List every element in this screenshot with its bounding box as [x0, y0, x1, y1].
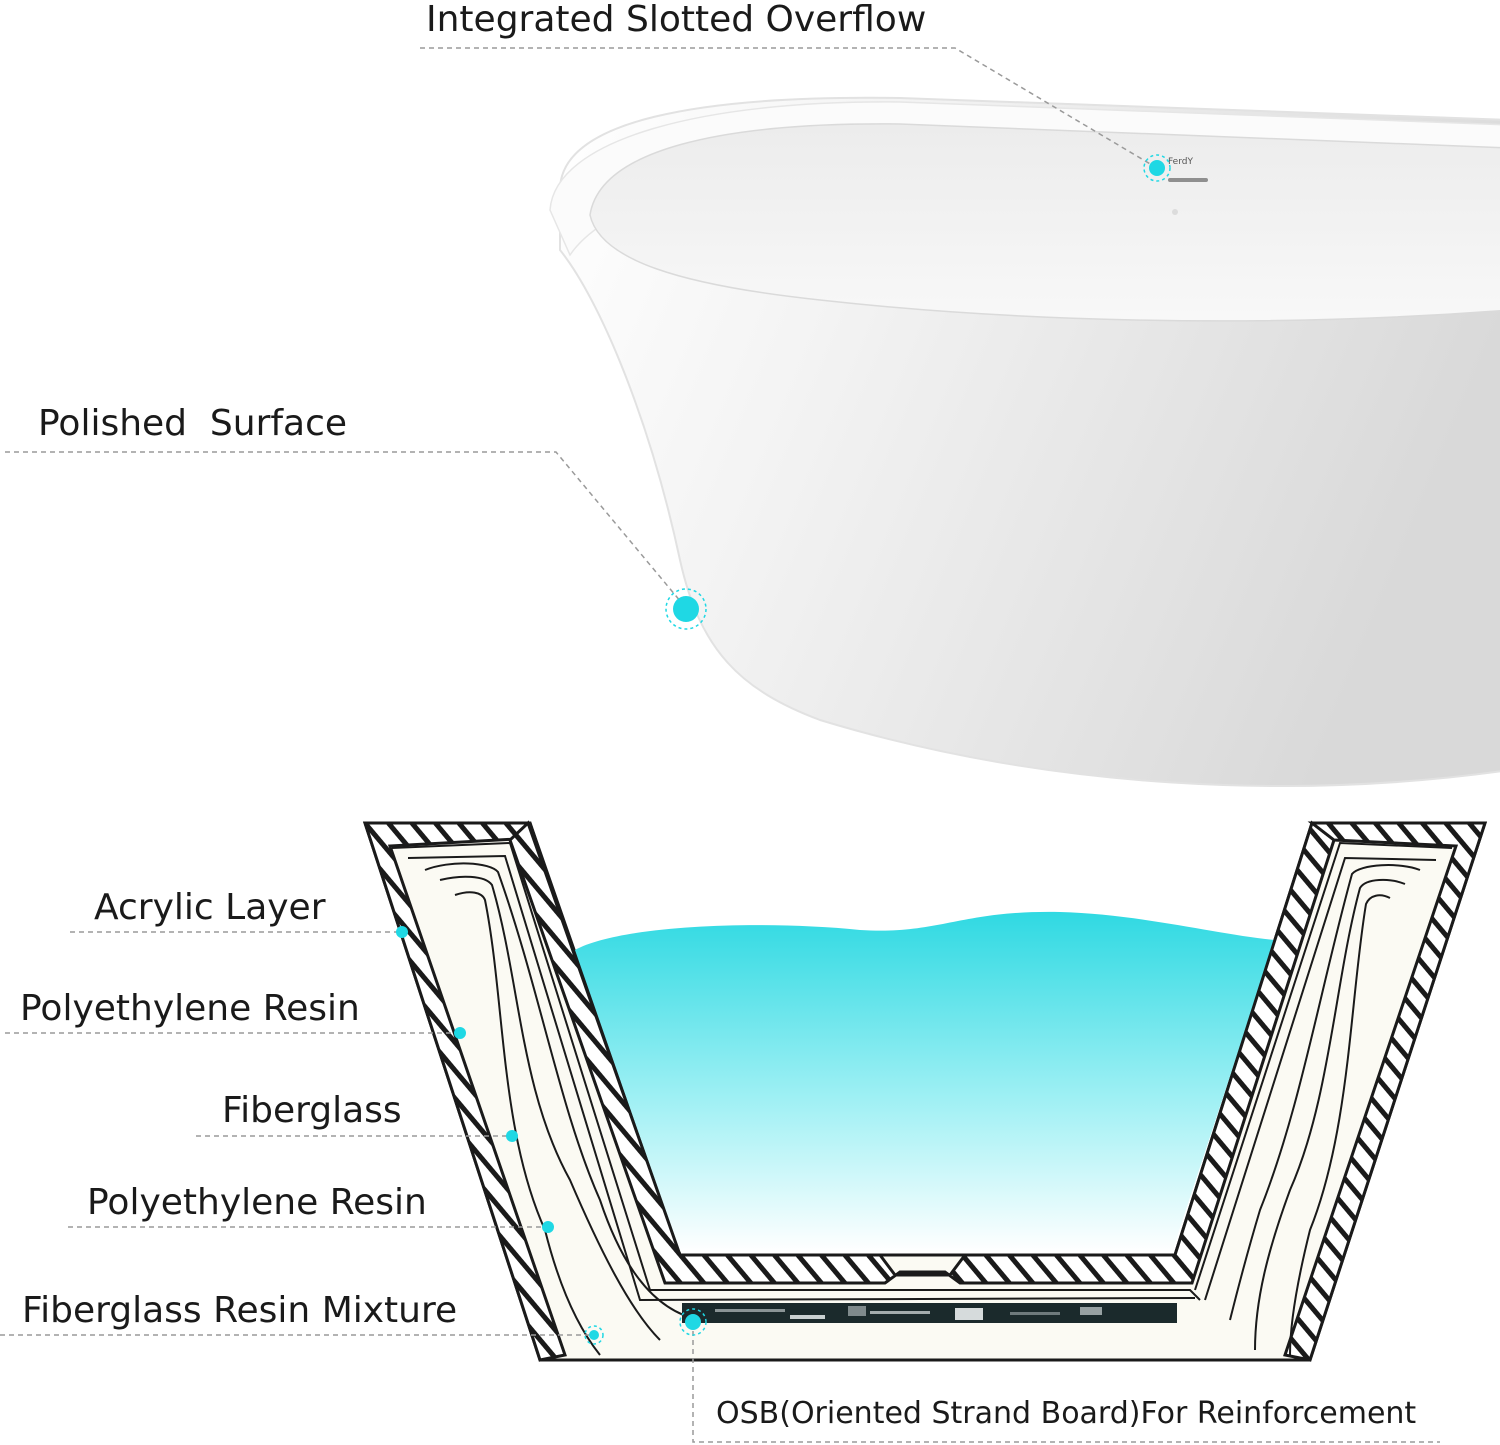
label-fiberglass-resin-mixture: Fiberglass Resin Mixture: [22, 1290, 458, 1331]
water-fill: [575, 911, 1275, 1252]
lower-leader-lines: [0, 931, 1440, 1443]
acrylic-shell-right: [1283, 821, 1488, 1362]
osb-leader-line: [692, 1322, 1440, 1443]
resin1-marker: [454, 1027, 466, 1039]
layer-lines-right: [1194, 841, 1453, 1356]
osb-marker: [679, 1308, 707, 1336]
acrylic-marker: [396, 926, 408, 938]
fiberglass-marker: [506, 1130, 518, 1142]
bathtub-render: FerdY: [549, 96, 1500, 787]
callout-markers: [396, 154, 1171, 1345]
label-osb-reinforcement: OSB(Oriented Strand Board)For Reinforcem…: [716, 1396, 1417, 1431]
overflow-marker: [1143, 154, 1171, 182]
acrylic-shell-left: [362, 821, 567, 1362]
cross-section: [362, 820, 1488, 1362]
overflow-slot: [1168, 178, 1208, 182]
label-polyethylene-resin-2: Polyethylene Resin: [87, 1182, 427, 1223]
osb-texture: [715, 1306, 1102, 1320]
surface-marker: [665, 588, 707, 630]
overflow-leader-line: [420, 47, 1158, 169]
layer-lines-left: [391, 841, 1201, 1356]
overflow-button: [1172, 209, 1178, 215]
label-fiberglass: Fiberglass: [222, 1090, 402, 1131]
mixture-marker: [584, 1325, 604, 1345]
resin2-marker: [542, 1221, 554, 1233]
tub-brand-logo: FerdY: [1168, 157, 1193, 167]
label-polished-surface: Polished Surface: [38, 403, 348, 444]
surface-leader-line: [5, 451, 687, 609]
label-polyethylene-resin-1: Polyethylene Resin: [20, 988, 360, 1029]
label-acrylic-layer: Acrylic Layer: [94, 887, 326, 928]
upper-leader-lines: [5, 47, 1158, 609]
label-integrated-slotted-overflow: Integrated Slotted Overflow: [426, 0, 927, 40]
